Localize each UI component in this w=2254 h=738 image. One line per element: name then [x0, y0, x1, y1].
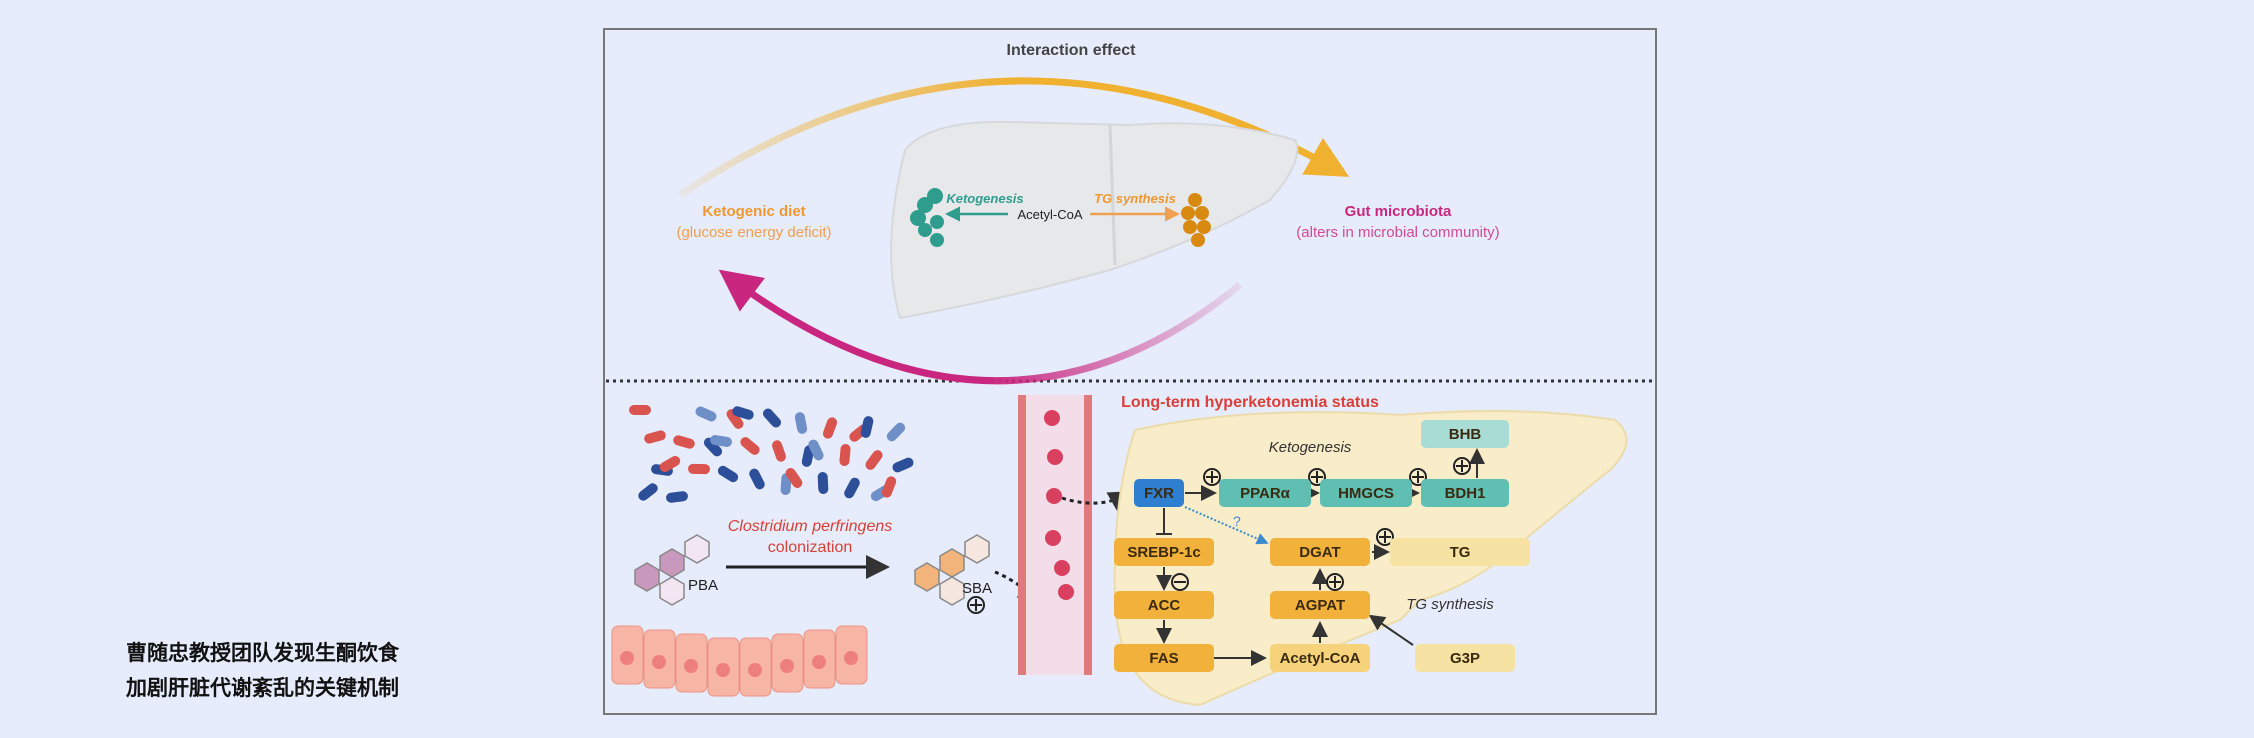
fxr-dgat-uncertain-arrow [1184, 506, 1269, 545]
blood-vessel-icon [1018, 395, 1092, 675]
bacteria-cluster-icon [629, 405, 914, 503]
node-label: PPARα [1240, 485, 1291, 502]
plus-icon [967, 596, 985, 614]
node-label: HMGCS [1338, 485, 1394, 502]
node-tg: TG [1390, 538, 1530, 566]
node-acetylcoa: Acetyl-CoA [1270, 644, 1370, 672]
triglyceride-droplets-icon [1181, 193, 1211, 247]
plus-icon [1376, 528, 1394, 546]
plus-icon [1409, 468, 1427, 486]
node-label: FAS [1149, 650, 1178, 667]
ketogenesis-bottom-label: Ketogenesis [1269, 439, 1352, 456]
node-dgat: DGAT [1270, 538, 1370, 566]
node-label: BHB [1449, 426, 1482, 443]
node-hmgcs: HMGCS [1320, 479, 1412, 507]
ketogenesis-label: Ketogenesis [946, 191, 1023, 206]
minus-icon [1171, 573, 1189, 591]
plus-icon [1326, 573, 1344, 591]
node-bdh1: BDH1 [1421, 479, 1509, 507]
bacteria-label: Clostridium perfringens [728, 518, 893, 535]
ketogenic-diet-sub: (glucose energy deficit) [676, 224, 831, 241]
node-fas: FAS [1114, 644, 1214, 672]
node-agpat: AGPAT [1270, 591, 1370, 619]
node-ppara: PPARα [1219, 479, 1311, 507]
plus-icon [1308, 468, 1326, 486]
tg-synthesis-bottom-label: TG synthesis [1406, 596, 1494, 613]
node-bhb: BHB [1421, 420, 1509, 448]
sba-to-blood-arrow [994, 570, 1043, 604]
caption-line-1: 曹随忠教授团队发现生酮饮食 [126, 641, 399, 665]
gut-microbiota-label: Gut microbiota [1345, 203, 1452, 220]
plus-icon [1203, 468, 1221, 486]
blood-to-fxr-arrow [1061, 491, 1134, 514]
pba-molecule-icon [634, 534, 710, 606]
node-label: G3P [1450, 650, 1480, 667]
node-label: DGAT [1299, 544, 1340, 561]
sba-label: SBA [962, 580, 992, 597]
caption-line-2: 加剧肝脏代谢紊乱的关键机制 [126, 676, 399, 700]
tg-synthesis-label: TG synthesis [1094, 191, 1176, 206]
arrow-microbiota-to-diet [718, 269, 1243, 385]
gut-microbiota-sub: (alters in microbial community) [1296, 224, 1499, 241]
node-label: TG [1450, 544, 1471, 561]
node-label: AGPAT [1295, 597, 1345, 614]
intestinal-epithelium-icon [611, 625, 868, 697]
node-label: SREBP-1c [1127, 544, 1200, 561]
uncertain-mark: ? [1233, 513, 1241, 529]
node-fxr: FXR [1134, 479, 1184, 507]
acetyl-coa-label: Acetyl-CoA [1017, 207, 1082, 222]
arrow-diet-to-microbiota [678, 77, 1350, 198]
node-label: FXR [1144, 485, 1174, 502]
colonization-label: colonization [768, 539, 853, 556]
node-acc: ACC [1114, 591, 1214, 619]
node-srebp: SREBP-1c [1114, 538, 1214, 566]
node-label: Acetyl-CoA [1280, 650, 1361, 667]
hyperketonemia-title: Long-term hyperketonemia status [1121, 394, 1379, 411]
node-g3p: G3P [1415, 644, 1515, 672]
plus-icon [1453, 457, 1471, 475]
node-label: BDH1 [1445, 485, 1486, 502]
liver-grey [890, 120, 1299, 320]
ketogenic-diet-label: Ketogenic diet [702, 203, 805, 220]
caption: 曹随忠教授团队发现生酮饮食 加剧肝脏代谢紊乱的关键机制 [126, 636, 399, 706]
sba-molecule-icon [914, 534, 990, 606]
interaction-title: Interaction effect [1007, 42, 1137, 59]
ketone-bodies-icon [910, 188, 944, 247]
node-label: ACC [1148, 597, 1181, 614]
pba-label: PBA [688, 577, 718, 594]
